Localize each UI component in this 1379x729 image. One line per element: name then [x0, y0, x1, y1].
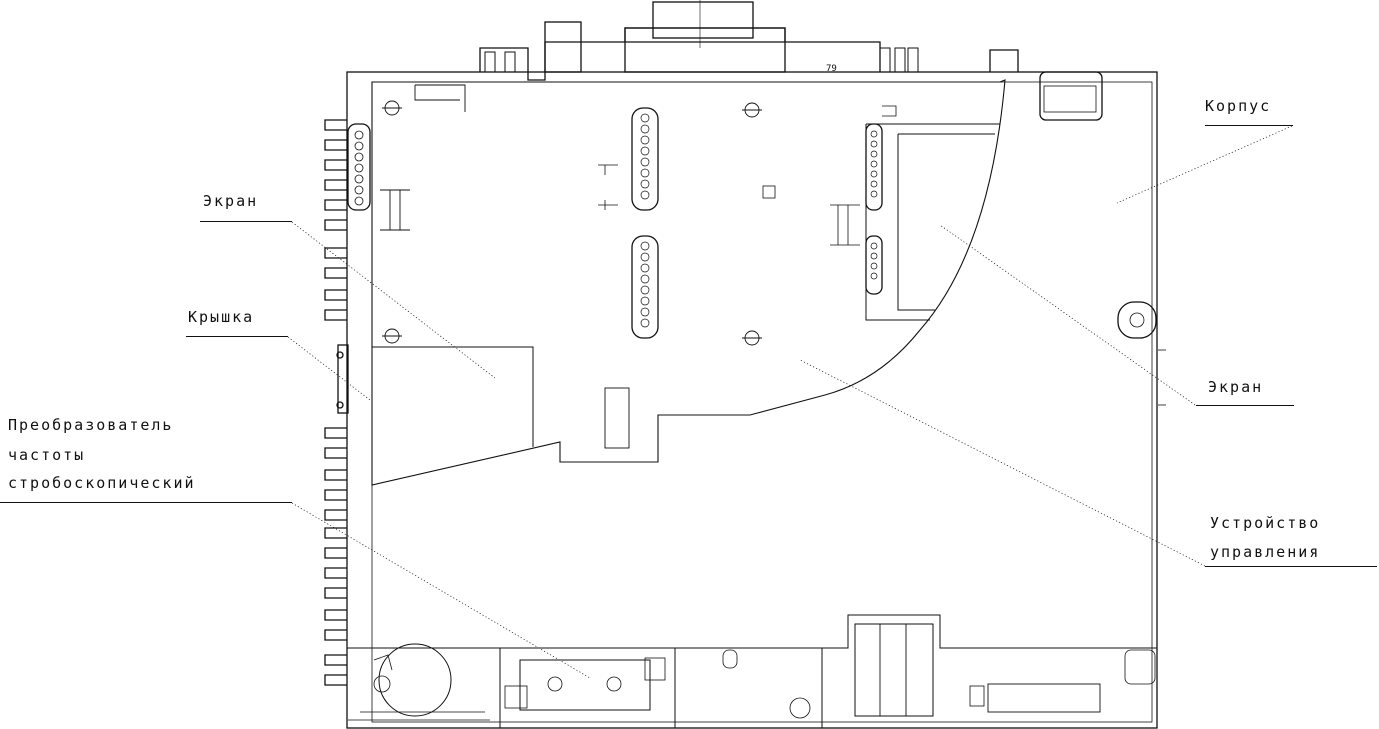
- label-screen-right-underline: [1196, 405, 1294, 406]
- connector-right-lower: [865, 235, 883, 295]
- label-control-line2: управления: [1210, 543, 1321, 561]
- label-cover-underline: [186, 336, 288, 337]
- label-screen-left-underline: [200, 221, 292, 222]
- right-knob: [1117, 301, 1157, 339]
- converter-module: [519, 659, 651, 711]
- leader-lines: [287, 125, 1293, 679]
- bottom-right-connector: [987, 683, 1101, 713]
- label-converter-line3: стробоскопический: [8, 474, 196, 492]
- screen-panel-left: [372, 346, 534, 447]
- label-casing-underline: [1205, 125, 1293, 126]
- top-connector-inner: [652, 1, 754, 39]
- bottom-right-slots: [854, 623, 934, 717]
- left-hinge: [337, 344, 349, 414]
- label-converter-line2: частоты: [8, 446, 86, 464]
- connector-lower: [631, 235, 659, 339]
- top-connector-large: [624, 27, 786, 73]
- control-board: [371, 79, 1006, 486]
- bottom-dial: [378, 643, 452, 717]
- top-connector-small: [544, 21, 582, 73]
- top-right-block: [1039, 71, 1103, 121]
- label-converter-line1: Преобразователь: [8, 416, 174, 434]
- chassis-inner: [371, 81, 1153, 723]
- chassis-outline: [346, 71, 1158, 729]
- left-connector: [347, 123, 371, 211]
- label-cover: Крышка: [188, 308, 255, 326]
- label-converter-underline: [0, 502, 292, 503]
- mounting-screws: [382, 100, 762, 346]
- board-mark: 79: [826, 64, 837, 74]
- screen-frame-right: [865, 123, 1000, 321]
- top-bracket: [479, 27, 881, 81]
- label-screen-right: Экран: [1208, 378, 1264, 396]
- label-screen-left: Экран: [203, 192, 259, 210]
- heat-sink-fins: [324, 119, 347, 686]
- bottom-compartments: [347, 614, 1157, 728]
- label-control-underline: [1205, 566, 1377, 567]
- connector-upper: [631, 107, 659, 211]
- label-control-line1: Устройство: [1210, 514, 1321, 532]
- label-casing: Корпус: [1205, 97, 1272, 115]
